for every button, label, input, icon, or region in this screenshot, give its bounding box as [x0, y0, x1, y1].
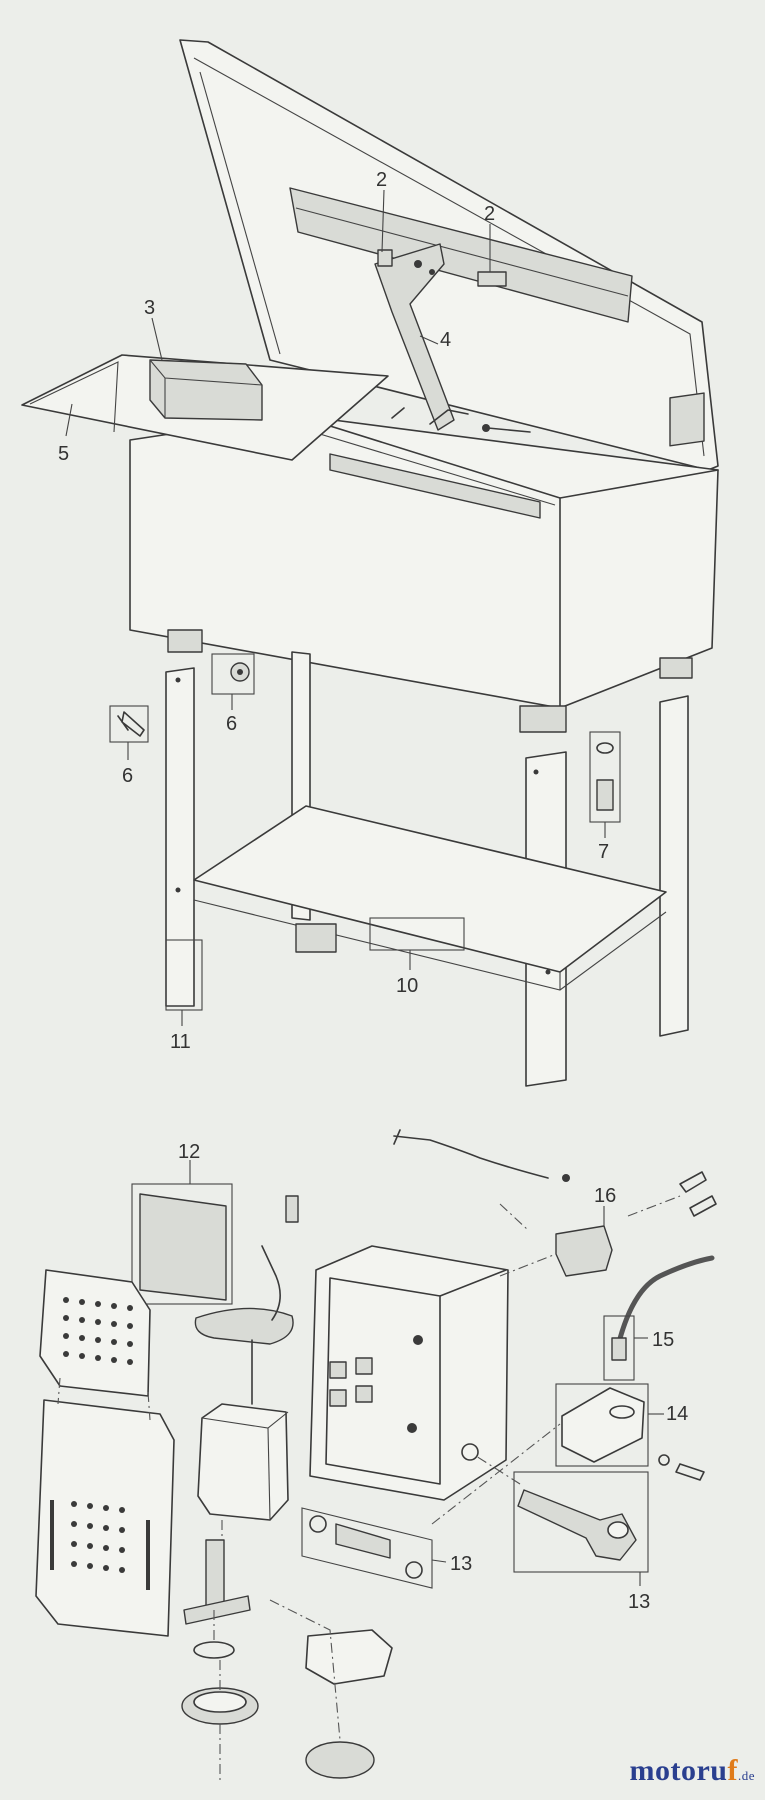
brand-accent: f — [727, 1754, 738, 1787]
callout-6b: 6 — [122, 765, 133, 787]
callout-14: 14 — [666, 1403, 688, 1425]
callout-4: 4 — [440, 329, 451, 351]
callout-11: 11 — [170, 1031, 191, 1053]
tank-assembly — [21, 39, 719, 1087]
bottom-shelf — [193, 805, 667, 973]
callout-6a: 6 — [226, 713, 237, 735]
callout-2b: 2 — [484, 203, 495, 225]
callout-5: 5 — [58, 443, 69, 465]
callout-15: 15 — [652, 1329, 674, 1351]
perforated-screen — [39, 1269, 151, 1397]
pump-motor — [197, 1403, 289, 1521]
callout-16: 16 — [594, 1185, 616, 1207]
brand-logo: motoruf.de — [629, 1754, 755, 1788]
leg-rear-right — [659, 695, 689, 1037]
support-arm — [374, 243, 455, 431]
small-tray — [149, 359, 263, 421]
impeller-shaft — [205, 1539, 225, 1607]
callout-7: 7 — [598, 841, 609, 863]
brand-main: motoru — [629, 1754, 728, 1787]
brand-tld: .de — [737, 1768, 755, 1783]
callout-labels: 2 2 3 4 5 6 6 7 10 11 12 13 13 14 15 16 — [58, 169, 688, 1613]
pump-assembly — [35, 1129, 717, 1780]
callout-13b: 13 — [628, 1591, 650, 1613]
switch-16 — [555, 1225, 613, 1277]
filter-plate — [139, 1193, 227, 1301]
hinge-right — [477, 271, 507, 287]
leader-lines — [65, 189, 664, 1586]
leg-cap-box — [165, 939, 203, 1011]
shelf-label-box — [369, 917, 465, 951]
callout-10: 10 — [396, 975, 418, 997]
bracket-14 — [561, 1387, 645, 1463]
elbow-nozzle — [517, 1489, 637, 1561]
callout-13a: 13 — [450, 1553, 472, 1575]
label-plate — [669, 392, 705, 447]
base-plate — [35, 1399, 175, 1637]
pump-housing — [305, 1629, 393, 1685]
callout-12: 12 — [178, 1141, 200, 1163]
leg-front-left — [165, 667, 195, 1007]
impeller — [183, 1595, 251, 1625]
switch-box — [309, 1245, 509, 1501]
tank-body — [129, 414, 719, 709]
callout-3: 3 — [144, 297, 155, 319]
lid-rail — [289, 187, 633, 323]
hinge-left — [377, 249, 393, 267]
pump-cover — [194, 1307, 294, 1345]
callout-2a: 2 — [376, 169, 387, 191]
